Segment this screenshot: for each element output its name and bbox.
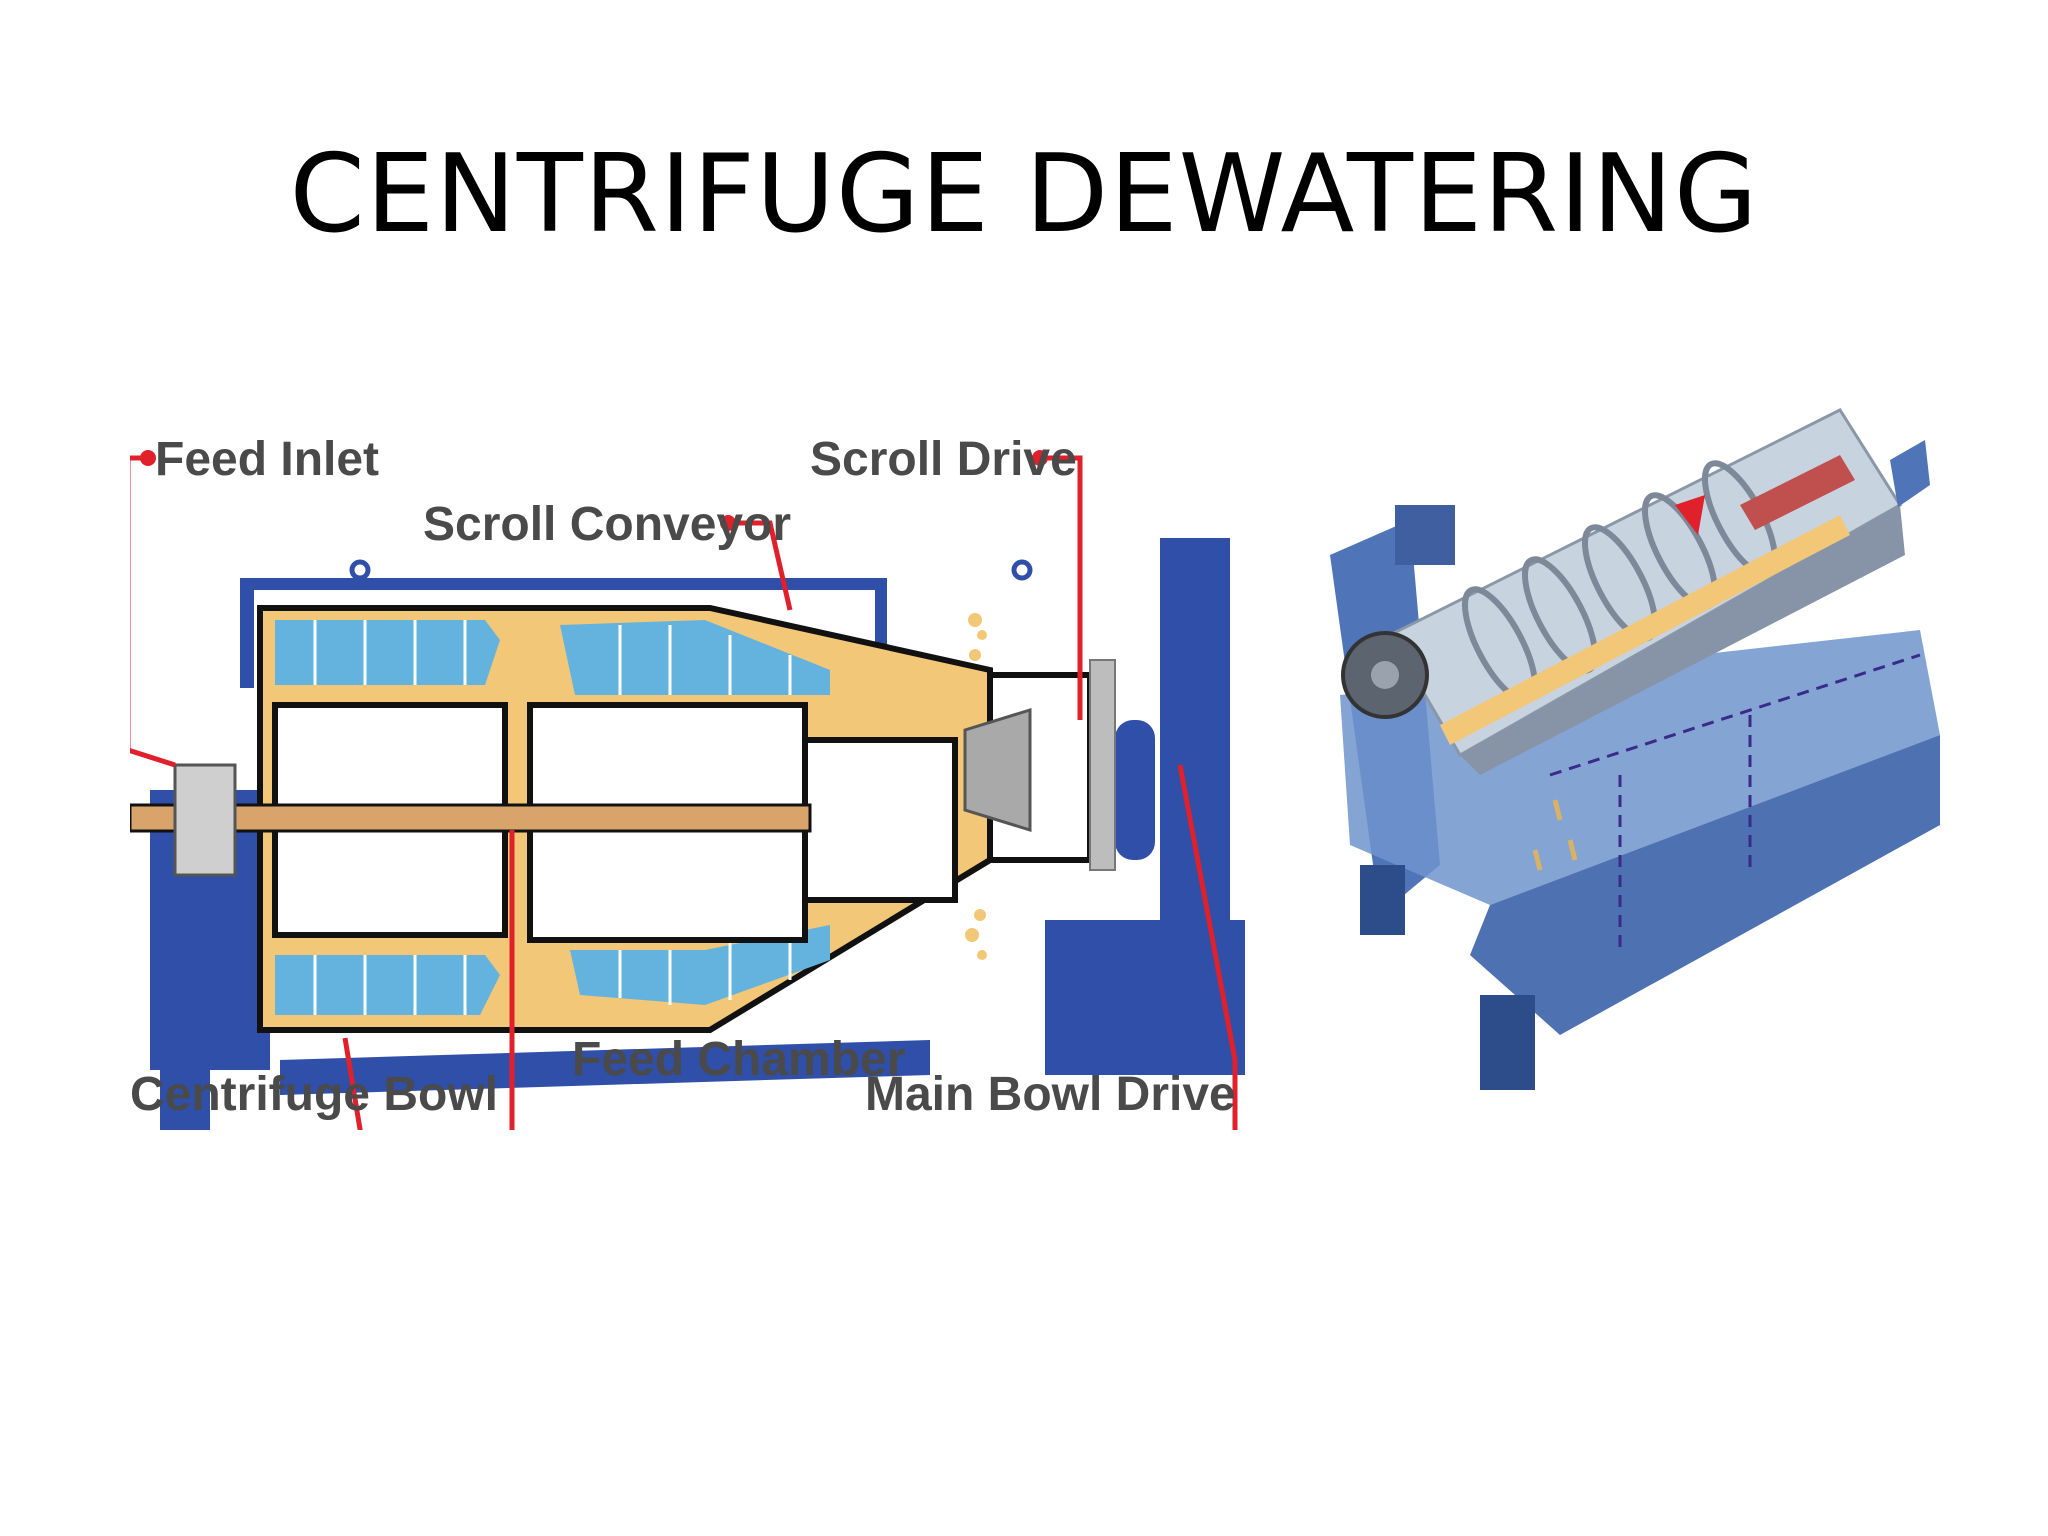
scroll-flights-upper <box>313 620 792 695</box>
scroll-drive-plate <box>1089 659 1116 871</box>
label-scroll-conveyor: Scroll Conveyor <box>423 498 791 551</box>
label-centrifuge-bowl: Centrifuge Bowl <box>130 1068 498 1121</box>
inner-hub-left-upper <box>272 702 508 818</box>
feed-inlet-callout <box>130 455 176 768</box>
render-leg-front <box>1480 995 1535 1090</box>
label-main-bowl-drive: Main Bowl Drive <box>865 1068 1236 1121</box>
liquid-pool-lower-2 <box>570 925 830 1005</box>
centrifuge-3d-render <box>1330 408 1940 1090</box>
inner-hub-right <box>802 737 958 903</box>
scroll-drive-callout <box>1040 455 1083 720</box>
render-motor <box>1395 505 1455 565</box>
callout-lines <box>130 455 1238 1130</box>
render-flow-arrow <box>1675 495 1705 535</box>
centrifuge-bowl-callout <box>342 1037 363 1130</box>
render-solids-band <box>1440 515 1850 745</box>
liquid-pool-upper-2 <box>560 620 830 695</box>
solids-discharge <box>965 613 987 960</box>
render-drive-pulley-hub <box>1371 661 1399 689</box>
scroll-conveyor-callout <box>728 520 793 611</box>
render-base-front <box>1470 735 1940 1035</box>
drive-coupling <box>1115 720 1155 860</box>
render-end-cap <box>1890 440 1930 507</box>
render-bowl-shadow <box>1460 505 1905 775</box>
label-scroll-drive: Scroll Drive <box>810 433 1077 486</box>
top-frame-rail <box>240 578 880 590</box>
render-leg-back <box>1360 865 1405 935</box>
liquid-pool-lower <box>275 955 500 1015</box>
inner-hub-left-lower <box>272 817 508 938</box>
label-feed-chamber: Feed Chamber <box>572 1033 905 1086</box>
label-feed-inlet: Feed Inlet <box>155 433 379 486</box>
callout-dots <box>140 450 1048 531</box>
centrifuge-cutaway-diagram: Feed Inlet Scroll Conveyor Scroll Drive … <box>130 433 1245 1130</box>
render-discharge-dashes <box>1532 799 1578 871</box>
feed-chamber-callout <box>509 830 515 1130</box>
liquid-pool-upper <box>275 620 500 685</box>
feed-tube <box>130 803 812 833</box>
left-frame-post <box>240 578 254 688</box>
base-skid <box>280 1040 930 1095</box>
feed-inlet-fitting <box>173 763 237 877</box>
scroll-flights-lower <box>313 930 792 1015</box>
main-bowl-drive-callout <box>1177 764 1238 1130</box>
lift-eye-left <box>349 559 371 581</box>
render-frame-dashed-lines <box>1549 653 1921 955</box>
render-feed-tube-red <box>1740 455 1855 530</box>
scroll-drive-hub <box>963 707 1032 833</box>
slide-title: CENTRIFUGE DEWATERING <box>289 132 1759 257</box>
left-support-foot <box>160 1070 210 1130</box>
lift-eye-right <box>1011 559 1033 581</box>
